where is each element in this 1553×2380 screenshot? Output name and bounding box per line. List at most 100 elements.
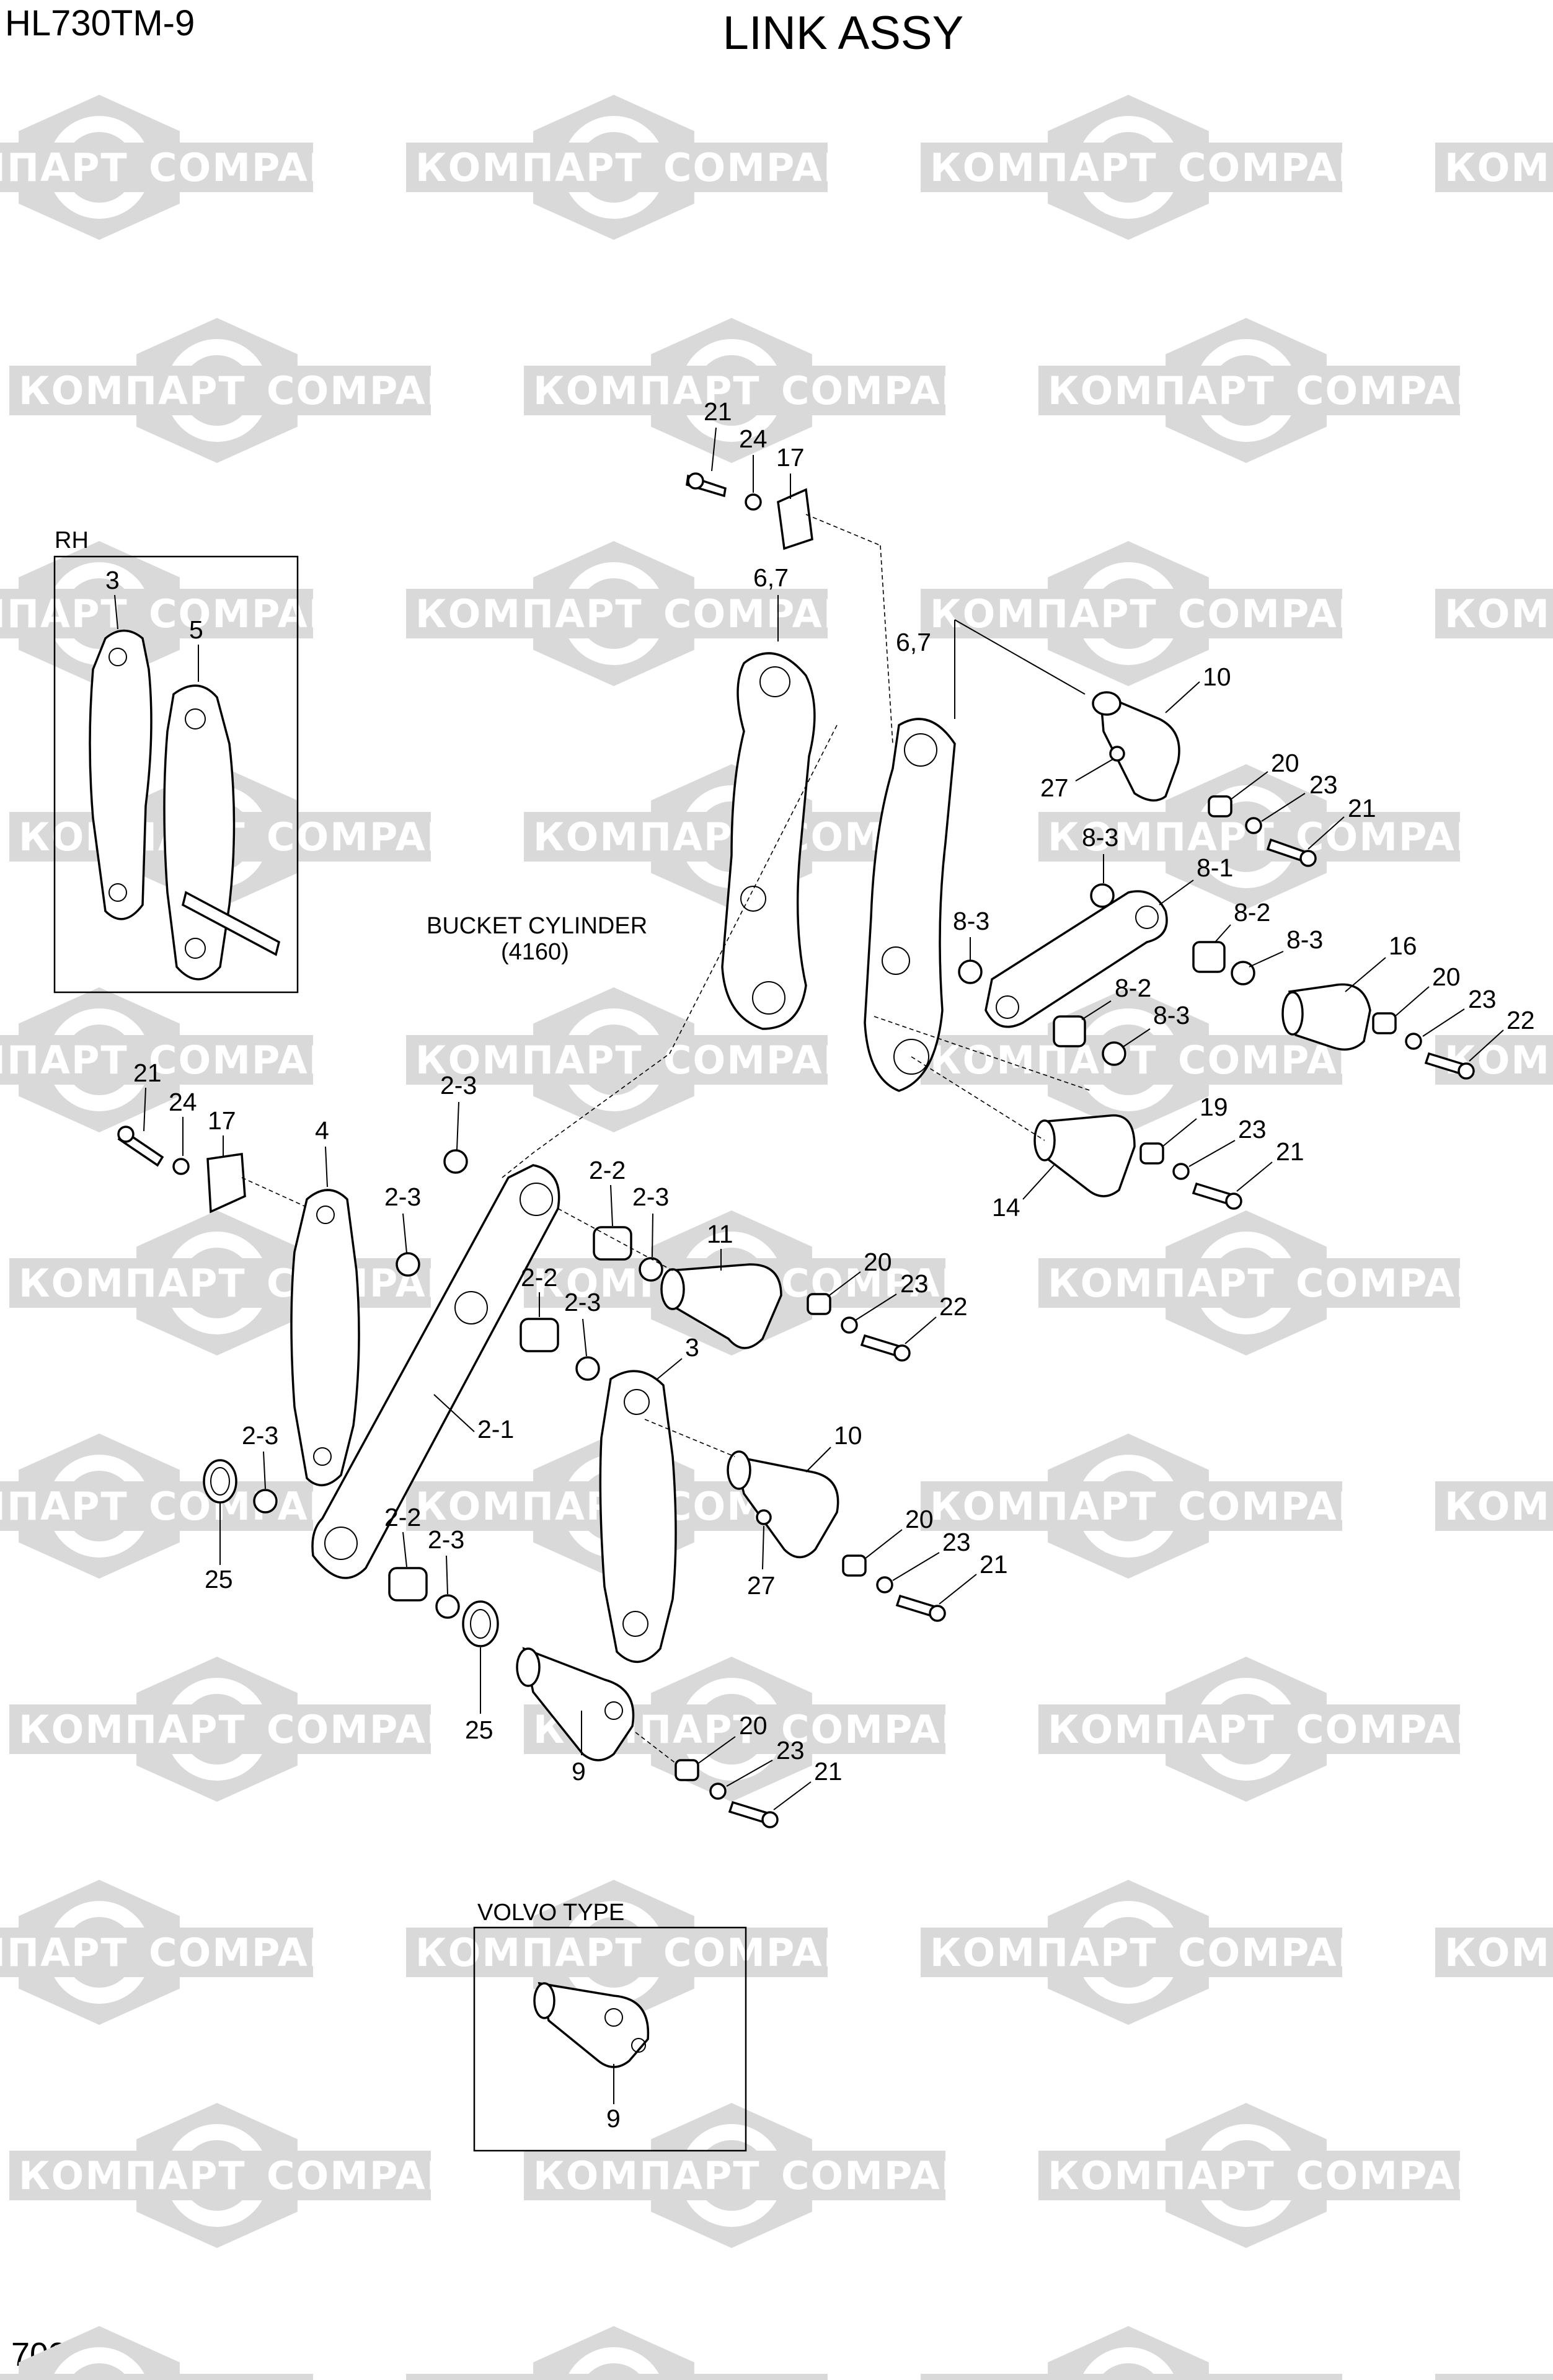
washer-23-upper	[1245, 817, 1262, 834]
washer-23-pin14	[1172, 1163, 1190, 1180]
volvo-type-label: VOLVO TYPE	[477, 1900, 624, 1926]
watermark-text-cyrillic: КОМПАРТ	[1445, 591, 1553, 637]
callout-23-pin9: 23	[776, 1736, 805, 1765]
callout-3-rh: 3	[105, 566, 120, 594]
callout-20-pin9: 20	[739, 1711, 768, 1740]
watermark-text-latin: COMPART	[1178, 1484, 1394, 1529]
callout-10-upper: 10	[1203, 663, 1231, 691]
bushing-2-2-b	[520, 1318, 559, 1352]
callout-2-2-b: 2-2	[521, 1263, 557, 1292]
oring-2-3-a	[443, 1149, 468, 1174]
spacer-20-pin11	[807, 1293, 831, 1315]
watermark-text-latin: COMPART	[267, 2153, 483, 2198]
bushing-8-2-b	[1053, 1015, 1086, 1047]
pin-9	[522, 1647, 635, 1761]
callout-6-7-left: 6,7	[753, 563, 789, 592]
watermark-text-latin: COMPART	[663, 2376, 880, 2380]
watermark-text-cyrillic: КОМПАРТ	[1048, 1261, 1275, 1306]
watermark-text-cyrillic: КОМПАРТ	[19, 1261, 246, 1306]
callout-5-rh: 5	[189, 615, 203, 644]
watermark-text-cyrillic: КОМПАРТ	[930, 1930, 1157, 1975]
watermark-text-cyrillic: КОМПАРТ	[0, 1484, 128, 1529]
callout-21-pin9: 21	[814, 1757, 843, 1786]
watermark-text-cyrillic: КОМПАРТ	[415, 145, 643, 190]
watermark-text-cyrillic: КОМПАРТ	[415, 2376, 643, 2380]
callout-6-7-right: 6,7	[896, 628, 931, 656]
watermark-text-latin: COMPART	[1178, 591, 1394, 637]
callout-21-left: 21	[133, 1059, 162, 1087]
callout-23-pin14: 23	[1238, 1115, 1267, 1144]
callout-11: 11	[707, 1220, 733, 1248]
watermark-text-latin: COMPART	[1296, 814, 1512, 860]
callout-2-3-a: 2-3	[440, 1071, 477, 1100]
washer-27-lower	[756, 1509, 772, 1525]
callout-2-2-a: 2-2	[589, 1156, 626, 1184]
watermark-text-cyrillic: КОМПАРТ	[0, 1930, 128, 1975]
watermark-text-cyrillic: КОМПАРТ	[415, 1930, 643, 1975]
callout-10-lower: 10	[834, 1421, 862, 1450]
callout-20-pin11: 20	[864, 1248, 892, 1276]
rh-group-box	[53, 555, 299, 994]
washer-23-lower	[876, 1576, 893, 1593]
volvo-pin-9	[538, 1981, 650, 2068]
callout-21-top: 21	[704, 397, 732, 426]
washer-23-pin11	[841, 1316, 858, 1334]
watermark-text-cyrillic: КОМПАРТ	[1048, 1707, 1275, 1752]
link-4	[290, 1189, 360, 1487]
watermark-text-latin: COMPART	[1178, 1930, 1394, 1975]
watermark-text-cyrillic: КОМПАРТ	[0, 145, 128, 190]
callout-17-left: 17	[208, 1106, 236, 1135]
callout-8-2-a: 8-2	[1234, 898, 1270, 927]
watermark-text-latin: COMPART	[1296, 1707, 1512, 1752]
watermark-tile: КОМПАРТ COMPART	[9, 1657, 483, 1802]
callout-23-pin16: 23	[1468, 985, 1497, 1013]
callout-8-1: 8-1	[1197, 853, 1233, 882]
model-code: HL730TM-9	[5, 3, 195, 43]
watermark-text-latin: COMPART	[781, 2153, 998, 2198]
callout-8-3-b: 8-3	[1286, 925, 1323, 954]
callout-14: 14	[992, 1193, 1020, 1222]
watermark-text-cyrillic: КОМПАРТ	[1445, 2376, 1553, 2380]
oring-2-3-f	[435, 1594, 460, 1619]
pin-16	[1288, 983, 1371, 1051]
pin-10-upper	[1099, 692, 1180, 802]
rh-link-5	[163, 684, 236, 981]
pin-11	[668, 1263, 782, 1349]
spacer-20-pin9	[675, 1759, 699, 1781]
pin-14	[1040, 1114, 1136, 1197]
callout-2-2-c: 2-2	[384, 1503, 421, 1532]
callout-9: 9	[572, 1757, 586, 1786]
callout-17-top: 17	[776, 443, 805, 472]
watermark-text-cyrillic: КОМПАРТ	[1048, 368, 1275, 413]
callout-24-left: 24	[169, 1088, 197, 1116]
rh-link-3	[89, 629, 153, 920]
watermark-tile: КОМПАРТ COMPART	[921, 1880, 1394, 2025]
shim-25-b	[462, 1600, 499, 1647]
watermark-text-latin: COMPART	[267, 368, 483, 413]
callout-20-upper: 20	[1271, 749, 1299, 777]
watermark-text-cyrillic: КОМПАРТ	[0, 591, 128, 637]
spacer-19-pin14	[1139, 1142, 1164, 1165]
callout-25-a: 25	[205, 1565, 233, 1593]
bucket-cylinder-label: BUCKET CYLINDER	[427, 913, 647, 939]
callout-22-pin11: 22	[939, 1292, 968, 1321]
callout-23-upper: 23	[1309, 770, 1338, 799]
washer-24-top	[745, 493, 762, 511]
link-2-1	[311, 1164, 560, 1579]
washer-23-pin16	[1405, 1033, 1422, 1050]
watermark-text-latin: COMPART	[267, 1707, 483, 1752]
washer-27-upper	[1109, 746, 1125, 762]
watermark-text-cyrillic: КОМПАРТ	[19, 1707, 246, 1752]
washer-23-pin9	[709, 1783, 727, 1800]
